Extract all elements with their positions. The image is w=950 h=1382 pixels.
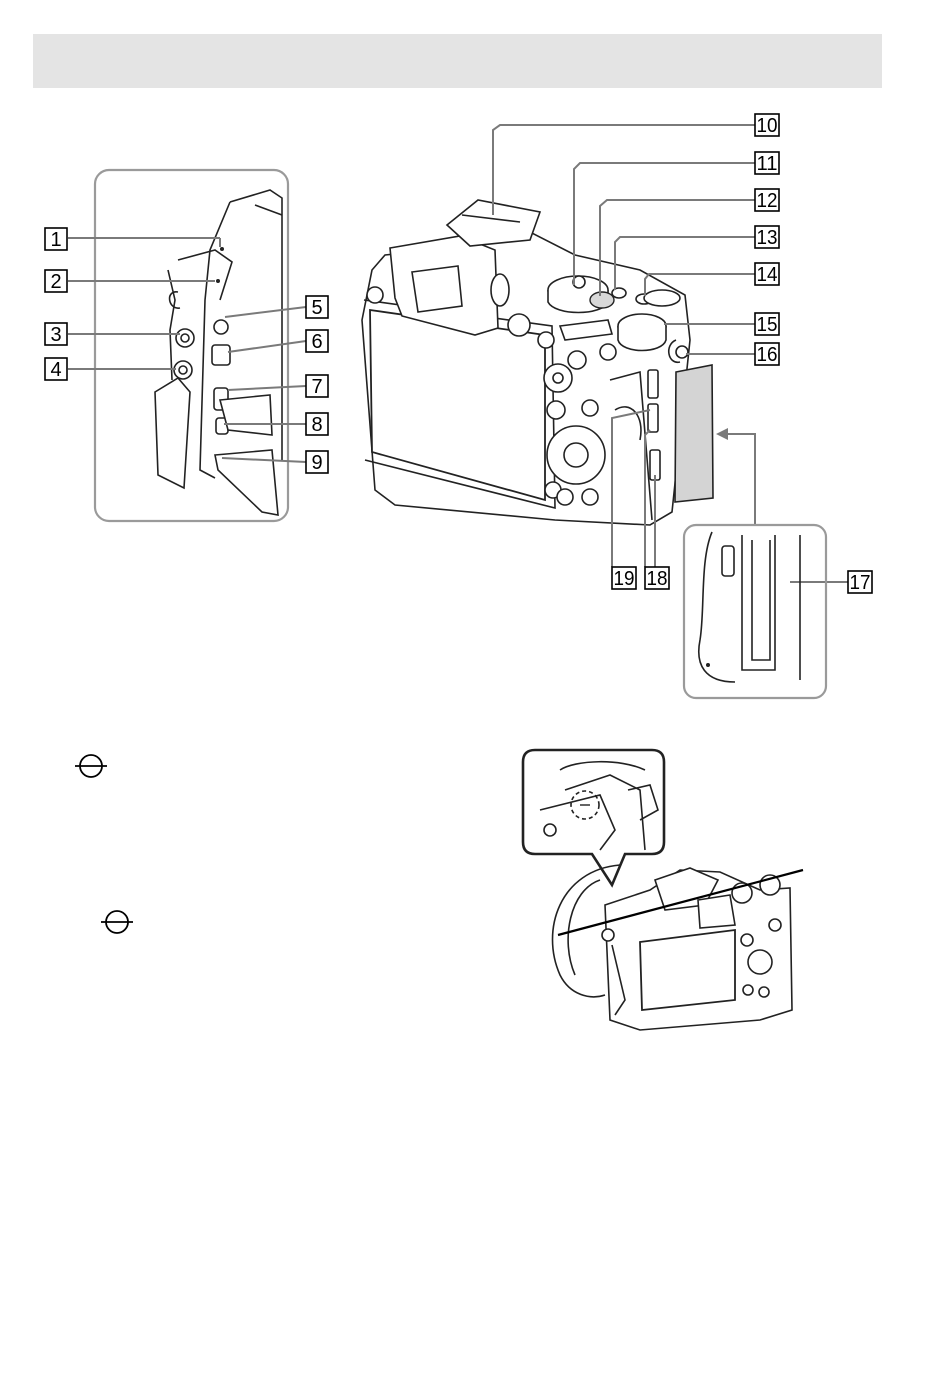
image-sensor-mark-symbols [75,755,133,933]
callout-14: 14 [755,263,779,286]
callout-15: 15 [755,313,779,336]
callout-number: 2 [50,271,61,293]
callout-4: 4 [45,358,67,381]
callout-8: 8 [306,413,328,436]
callout-number: 8 [311,414,322,436]
callout-16: 16 [755,343,779,366]
callout-18: 18 [645,567,669,590]
callout-7: 7 [306,375,328,398]
callout-number: 1 [50,229,61,251]
callout-1: 1 [45,228,67,251]
callout-number: 16 [757,344,778,366]
callout-19: 19 [612,567,636,590]
callout-6: 6 [306,330,328,353]
side-terminal-inset [95,170,288,521]
callout-number: 19 [614,568,635,590]
callout-number: 14 [757,264,778,286]
callout-2: 2 [45,270,67,293]
image-sensor-position-mark-icon [75,755,107,777]
callout-13: 13 [755,226,779,249]
callout-number: 4 [50,359,61,381]
callout-number: 15 [757,314,778,336]
slot-cover-inset [684,525,826,698]
camera-back-illustration [362,200,713,525]
callout-number: 5 [311,297,322,319]
callout-number: 13 [757,227,778,249]
callout-number: 7 [311,376,322,398]
callout-number: 6 [311,331,322,353]
callout-number: 10 [757,115,778,137]
callout-11: 11 [755,152,779,175]
callout-number: 11 [757,153,778,175]
image-sensor-position-mark-icon [101,911,133,933]
callout-number: 12 [757,190,778,212]
callout-12: 12 [755,189,779,212]
callout-9: 9 [306,451,328,474]
callout-number: 18 [647,568,668,590]
sensor-mark-camera-illustration [523,750,803,1030]
callout-number: 17 [850,572,871,594]
callout-17: 17 [848,571,872,594]
callout-10: 10 [755,114,779,137]
callout-number: 3 [50,324,61,346]
callout-3: 3 [45,323,67,346]
callout-5: 5 [306,296,328,319]
callout-number: 9 [311,452,322,474]
